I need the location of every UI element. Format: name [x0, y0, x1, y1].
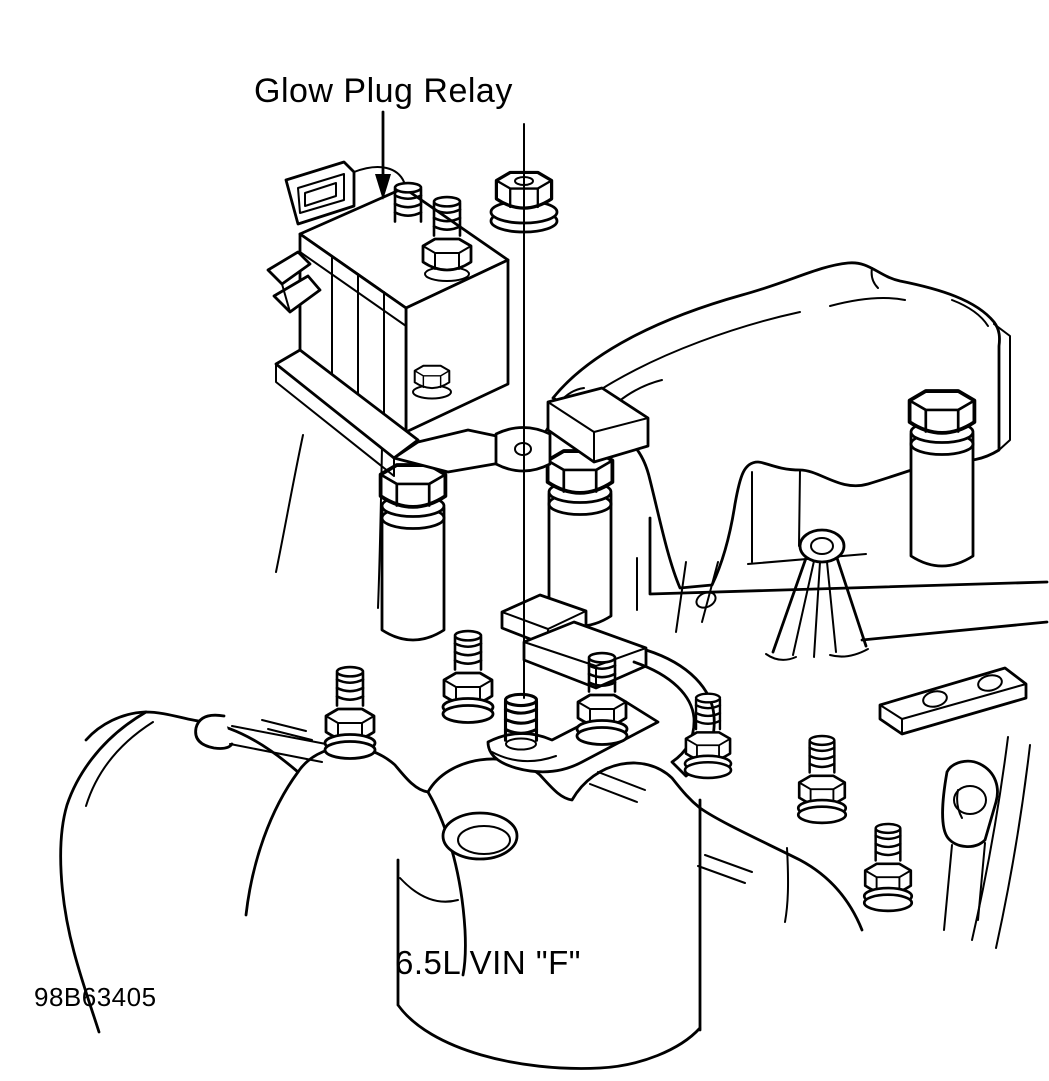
thermostat-spout	[194, 713, 327, 763]
glow-plug-target	[506, 694, 537, 751]
callout-arrow	[375, 110, 391, 200]
engine-block-front	[59, 434, 864, 1070]
glow-plug	[798, 736, 846, 823]
glow-plug-relay	[266, 160, 650, 477]
glow-plug	[864, 824, 912, 911]
callout-label: Glow Plug Relay	[254, 72, 513, 110]
glow-plugs	[325, 631, 912, 911]
glow-plug	[325, 667, 375, 758]
mounting-bracket-plate	[878, 666, 1028, 736]
injector-right	[910, 391, 975, 566]
injector-left-1	[381, 465, 446, 640]
stand-bracket	[765, 528, 869, 661]
glow-plug	[443, 631, 493, 722]
engine-caption: 6.5L VIN "F"	[395, 944, 581, 981]
figure-id: 98B63405	[34, 982, 157, 1012]
cylinder-head-details	[636, 469, 1049, 661]
engine-block-right	[784, 736, 1031, 949]
